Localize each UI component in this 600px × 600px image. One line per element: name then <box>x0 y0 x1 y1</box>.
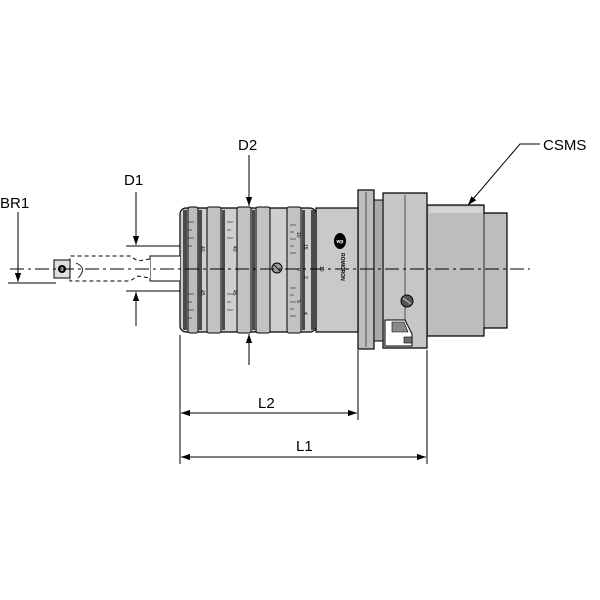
label-d2: D2 <box>238 137 257 154</box>
dimension-l2: L2 <box>181 395 357 417</box>
dimension-csms: CSMS <box>467 137 586 206</box>
dimension-d2: D2 <box>238 137 257 365</box>
scale-number-1: 40 <box>199 246 205 252</box>
scale-number-10: 5 <box>295 300 301 303</box>
brand-logo: wp ROMICRON <box>334 233 346 281</box>
dimension-br1: BR1 <box>0 195 56 284</box>
scale-number-11: 4 <box>302 312 308 315</box>
scale-number-6: 15 <box>302 244 308 250</box>
flange <box>357 189 428 350</box>
label-l2: L2 <box>258 395 275 412</box>
scale-number-3: 40 <box>231 246 237 252</box>
scale-ticks <box>188 221 296 319</box>
dimension-l1: L1 <box>181 438 426 461</box>
dial-head: 40 45 40 45 10 15 0 10 2 5 4 wp ROMICRON <box>179 206 346 334</box>
label-d1: D1 <box>124 172 143 189</box>
logo-mark: wp <box>336 239 344 245</box>
scale-number-9: 2 <box>302 276 308 279</box>
brand-name: ROMICRON <box>339 253 345 281</box>
body-neck <box>315 207 359 333</box>
label-br1: BR1 <box>0 195 29 212</box>
label-l1: L1 <box>296 438 313 455</box>
label-csms: CSMS <box>543 137 586 154</box>
scale-number-2: 45 <box>199 290 205 296</box>
holder-body: 40 45 40 45 10 15 0 10 2 5 4 wp ROMICRON <box>53 189 508 350</box>
dimension-d1: D1 <box>124 172 150 326</box>
scale-number-4: 45 <box>231 290 237 296</box>
shank <box>426 204 508 337</box>
scale-number-5: 10 <box>295 232 301 238</box>
